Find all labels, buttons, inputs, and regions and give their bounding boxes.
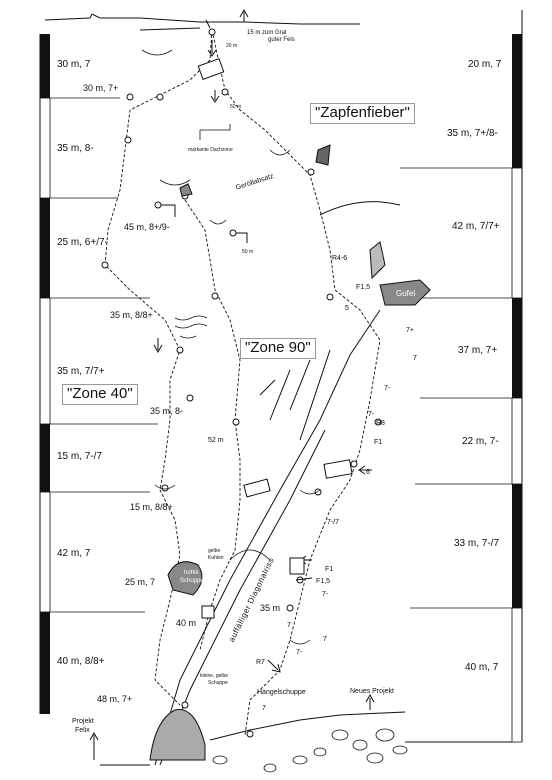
left-pitch-grade: 35 m, 7/7+ [57,366,105,377]
annotation-grade: 7- [384,385,391,392]
annotation-f1: F1 [374,439,383,446]
annotation-r46: R4-6 [332,255,348,262]
right-pitch-ruler [511,10,523,743]
annotation-hangelschuppe: Hangelschuppe [257,689,306,696]
route-right-line [211,29,381,736]
annotation-gelbe-kuhlen: Kuhlen [208,555,224,561]
annotation-grat: 15 m zum Grat [247,30,287,36]
annotation-grade: 7 [262,705,266,712]
left-pitch-grade: 25 m, 6+/7- [57,237,108,248]
left-pitch-grade: 15 m, 7-/7 [57,451,103,462]
left-pitch-grade: 40 m, 8/8+ [57,656,105,667]
left-pitch-grade: 42 m, 7 [57,548,91,559]
annotation-guter-fels: guter Fels [268,37,295,43]
right-pitch-grade: 42 m, 7/7+ [452,221,500,232]
left-pitch-grade: 35 m, 8- [57,143,94,154]
base-boulders [212,728,408,773]
annotation-kleine-schuppe: Schuppe [208,680,228,686]
annotation-grade: 7- [322,591,329,598]
right-pitch-grade: 33 m, 7-/7 [454,538,500,549]
annotation-grade: 7- [296,649,303,656]
annotation-five: 5 [345,305,349,312]
route-pitch-label: 15 m, 8/8+ [130,502,173,512]
annotation-r7: R7 [256,659,265,666]
route-pitch-label: 40 m [176,618,197,628]
route-pitch-label: 35 m, 8- [150,406,184,416]
left-pitch-grade: 30 m, 7 [57,59,91,70]
summit-ridge [44,13,360,31]
annotation-hohle-schuppe: Schuppe [180,578,204,584]
zone-label-zapfenfieber: "Zapfenfieber" [310,103,415,124]
route-center-line [184,199,241,651]
left-pitch-ruler [39,34,51,714]
route-pitch-label: 35 m [260,603,281,613]
annotation-f15: F1,5 [316,578,331,585]
annotation-gufel: Gufel [396,289,416,298]
abseil-markers [154,58,353,619]
annotation-grade: 7 [413,355,417,362]
annotation-dachzone: markante Dachzone [188,147,233,153]
rock-features [149,144,431,761]
annotation-six: 6 [366,469,370,476]
route-pitch-label: 50 m [230,104,242,110]
right-pitch-grade: 20 m, 7 [468,59,502,70]
route-pitch-label: 20 m [226,43,238,49]
right-pitch-grade: 22 m, 7- [462,436,499,447]
annotation-f15: F1,5 [356,284,371,291]
annotation-grade: 7 [287,622,291,629]
right-pitch-grade: 37 m, 7+ [458,345,498,356]
annotation-grade: 7+ [406,327,414,334]
annotation-r8: R8 [376,420,385,427]
route-pitch-label: 25 m, 7 [125,577,156,587]
ground-line [100,711,512,766]
annotation-gelbe-kuhlen: gelbe [208,548,221,554]
pitch-divider-lines [50,97,512,613]
roof-symbols [141,49,321,645]
belay-stations [101,28,382,738]
annotation-hohle-schuppe: hohle [184,570,199,576]
route-left-line [104,29,213,706]
route-pitch-label: 45 m, 8+/9- [124,222,170,232]
annotation-grade: 7- [368,411,375,418]
annotation-projekt-felix: Felix [75,727,90,734]
route-pitch-label: 48 m, 7+ [97,694,133,704]
annotation-projekt-felix: Projekt [72,718,94,725]
zone-label-zone90: "Zone 90" [240,338,316,359]
zone-label-zone40: "Zone 40" [62,384,138,405]
route-pitch-label: 35 m, 8/8+ [110,310,153,320]
annotation-grade: 7-/7 [327,519,340,526]
right-pitch-grade: 35 m, 7+/8- [447,128,498,139]
annotation-kleine-schuppe: kleine, gelbe [200,673,229,679]
route-pitch-label: 30 m, 7+ [83,83,119,93]
diagonal-crack [154,309,381,766]
right-pitch-grade: 40 m, 7 [465,662,499,673]
annotation-f1: F1 [325,566,334,573]
annotation-neues-projekt: Neues Projekt [350,688,394,695]
route-pitch-label: 50 m [242,249,254,255]
route-pitch-label: 52 m [208,437,224,444]
annotation-grade: 7 [323,636,327,643]
